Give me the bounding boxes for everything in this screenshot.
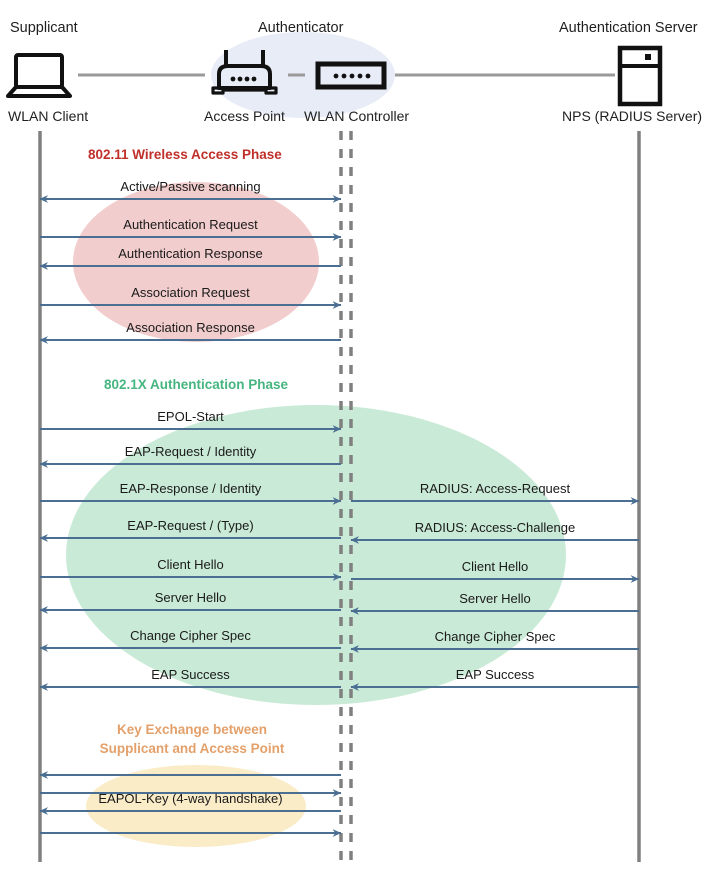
phase-ellipse-wireless-access: [73, 182, 319, 342]
column-title-auth-server: Authentication Server: [559, 20, 698, 36]
phase-label-key-exchange-line2: Supplicant and Access Point: [99, 741, 285, 756]
message-label: Authentication Response: [118, 246, 263, 261]
device-caption-wlan-controller: WLAN Controller: [304, 108, 410, 124]
phase-ellipse-key-exchange: [86, 765, 306, 847]
message-label: Client Hello: [461, 559, 529, 574]
laptop-icon: [6, 53, 72, 98]
device-caption-access-point: Access Point: [204, 108, 285, 124]
phase-ellipse-dot1x: [66, 405, 566, 705]
phase-label-wireless-access: 802.11 Wireless Access Phase: [88, 147, 282, 162]
message-label: Server Hello: [459, 591, 531, 606]
phase-label-key-exchange-line1: Key Exchange between: [116, 722, 268, 737]
column-title-supplicant: Supplicant: [10, 20, 78, 36]
message-label: Change Cipher Spec: [434, 629, 556, 644]
message-label: EPOL-Start: [157, 409, 224, 424]
column-title-authenticator: Authenticator: [258, 20, 344, 36]
server-icon: [617, 45, 663, 107]
message-label: Association Response: [126, 320, 255, 335]
phase-label-dot1x: 802.1X Authentication Phase: [104, 377, 289, 392]
message-label: EAP-Request / Identity: [124, 444, 257, 459]
message-label: Server Hello: [154, 590, 227, 605]
message-label: EAPOL-Key (4-way handshake): [98, 791, 283, 806]
message-label: RADIUS: Access-Challenge: [414, 520, 576, 535]
device-caption-wlan-client: WLAN Client: [8, 108, 89, 124]
message-arrows: [39, 195, 640, 837]
message-label: Change Cipher Spec: [130, 628, 251, 643]
message-label: EAP Success: [455, 667, 535, 682]
message-label: EAP Success: [151, 667, 230, 682]
device-caption-nps: NPS (RADIUS Server): [562, 108, 703, 124]
message-label: EAP-Request / (Type): [127, 518, 254, 533]
message-label: Association Request: [131, 285, 250, 300]
message-label: RADIUS: Access-Request: [419, 481, 571, 496]
message-label: Client Hello: [157, 557, 224, 572]
lifelines: [38, 131, 641, 862]
access-point-icon: [211, 50, 278, 95]
controller-icon: [315, 61, 387, 90]
message-label: Active/Passive scanning: [120, 179, 261, 194]
message-label: EAP-Response / Identity: [119, 481, 262, 496]
message-label: Authentication Request: [123, 217, 258, 232]
